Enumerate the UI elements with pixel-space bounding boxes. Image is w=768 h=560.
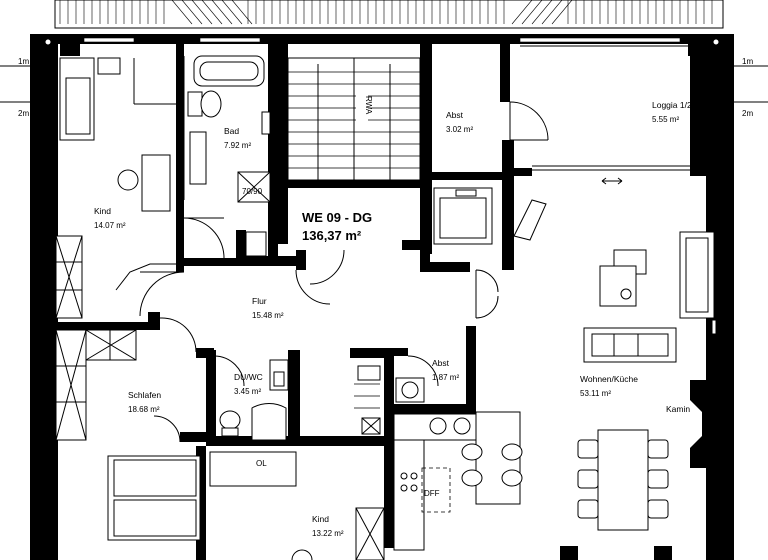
room-name: Schlafen [128,390,161,400]
level-label: 2m [18,109,29,118]
windows [83,37,688,47]
schlafen-furniture [55,329,201,541]
room-area: 18.68 m² [128,405,160,414]
wohnen-furniture [577,231,717,531]
level-label: 1m [18,57,29,66]
bad-fixtures: 70/90 [183,55,271,257]
abst1-fixtures [433,101,549,245]
room-area: 7.92 m² [224,141,251,150]
kitchen: DFF [393,411,523,551]
room-area: 3.02 m² [446,125,473,134]
room-area: 13.22 m² [312,529,344,538]
room-name: Kind [94,206,111,216]
room-area: 3.45 m² [234,387,261,396]
room-area: 14.07 m² [94,221,126,230]
room-area: 15.48 m² [252,311,284,320]
kind2-furniture: OL [209,451,385,560]
unit-title: WE 09 - DG [302,210,372,225]
room-labels: Kind 14.07 m² Bad 7.92 m² Abst 3.02 m² L… [94,100,692,538]
room-name: Loggia 1/2 [652,100,692,110]
kind1-furniture [55,57,176,319]
rwa-label: RWA [364,96,373,115]
ol-label: OL [256,459,267,468]
level-markers: 1m 2m 1m 2m [0,38,768,118]
room-name: Abst [432,358,450,368]
roof-edge [54,0,724,29]
room-name: Abst [446,110,464,120]
room-name: Bad [224,126,239,136]
staircase: RWA [287,57,421,181]
room-area: 5.55 m² [652,115,679,124]
room-name: Wohnen/Küche [580,374,638,384]
level-label: 2m [742,109,753,118]
room-name: DU/WC [234,372,263,382]
outer-walls [30,34,734,560]
kamin-label: Kamin [666,404,690,414]
loggia-fixtures [513,165,690,241]
abst2-fixtures [354,355,439,435]
shower-size-label: 70/90 [242,187,263,196]
room-area: 1.87 m² [432,373,459,382]
room-name: Flur [252,296,267,306]
dff-label: DFF [424,489,440,498]
unit-area: 136,37 m² [302,228,362,243]
room-area: 53.11 m² [580,389,611,398]
dwc-fixtures [213,355,289,441]
unit-info: WE 09 - DG 136,37 m² [296,204,402,250]
room-name: Kind [312,514,329,524]
level-label: 1m [742,57,753,66]
flur-doors [115,217,499,353]
